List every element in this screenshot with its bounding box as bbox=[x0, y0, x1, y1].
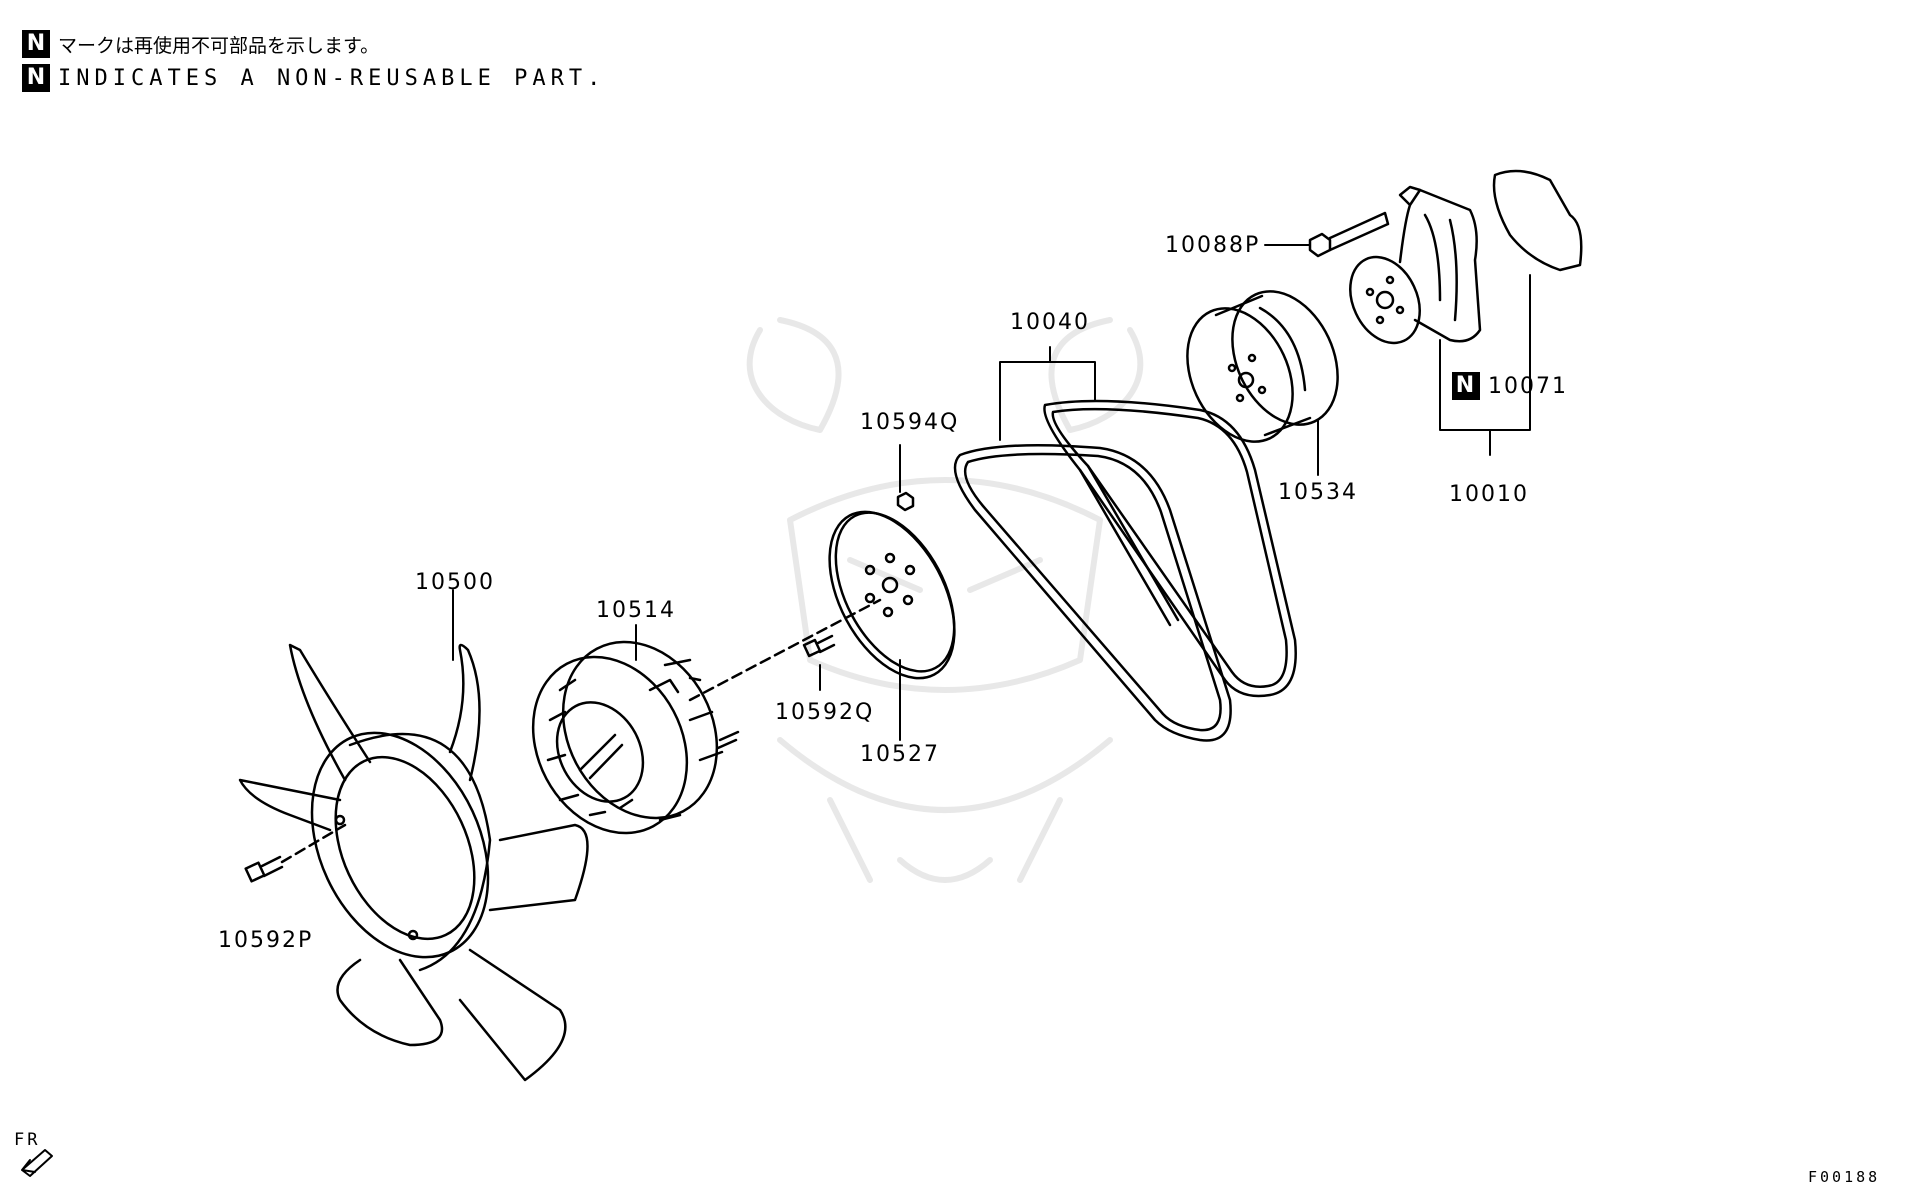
label-10500: 10500 bbox=[415, 570, 495, 595]
gasket bbox=[1492, 169, 1583, 272]
dashed-axis-clutch bbox=[688, 598, 882, 702]
dashed-axis-fan bbox=[280, 823, 347, 864]
water-pump-pulley bbox=[1186, 290, 1339, 443]
nut-10594Q bbox=[896, 491, 915, 512]
figure-code: F00188 bbox=[1808, 1168, 1881, 1186]
non-reusable-mark-icon: N bbox=[22, 64, 50, 92]
legend-english-row: N INDICATES A NON-REUSABLE PART. bbox=[22, 64, 605, 92]
v-belt bbox=[953, 399, 1297, 742]
front-arrow-icon bbox=[21, 1149, 53, 1177]
label-10594Q: 10594Q bbox=[860, 410, 960, 435]
spacer-plate bbox=[828, 510, 956, 680]
legend-english-text: INDICATES A NON-REUSABLE PART. bbox=[58, 65, 606, 91]
label-10071-group: N 10071 bbox=[1452, 372, 1568, 400]
non-reusable-mark-icon: N bbox=[1452, 372, 1480, 400]
water-pump bbox=[1349, 185, 1482, 345]
bolt-10592P bbox=[244, 855, 284, 883]
non-reusable-mark-icon: N bbox=[22, 30, 50, 58]
fan-clutch bbox=[531, 640, 740, 835]
label-10040: 10040 bbox=[1010, 310, 1090, 335]
bolt-10088P bbox=[1308, 211, 1390, 258]
label-10088P: 10088P bbox=[1165, 233, 1261, 258]
leader-lines bbox=[452, 244, 1531, 741]
watermark-emblem bbox=[746, 317, 1144, 883]
bolt-10592Q bbox=[802, 634, 836, 658]
legend-japanese-text: マークは再使用不可部品を示します。 bbox=[58, 34, 380, 57]
label-10527: 10527 bbox=[860, 742, 940, 767]
label-10592P: 10592P bbox=[218, 928, 314, 953]
label-10010: 10010 bbox=[1449, 482, 1529, 507]
front-direction-label: FR bbox=[14, 1130, 41, 1150]
label-10514: 10514 bbox=[596, 598, 676, 623]
label-10592Q: 10592Q bbox=[775, 700, 875, 725]
label-10534: 10534 bbox=[1278, 480, 1358, 505]
label-10071: 10071 bbox=[1488, 373, 1568, 399]
fan-blade bbox=[238, 643, 589, 1082]
legend-japanese-row: N マークは再使用不可部品を示します。 bbox=[22, 30, 379, 58]
